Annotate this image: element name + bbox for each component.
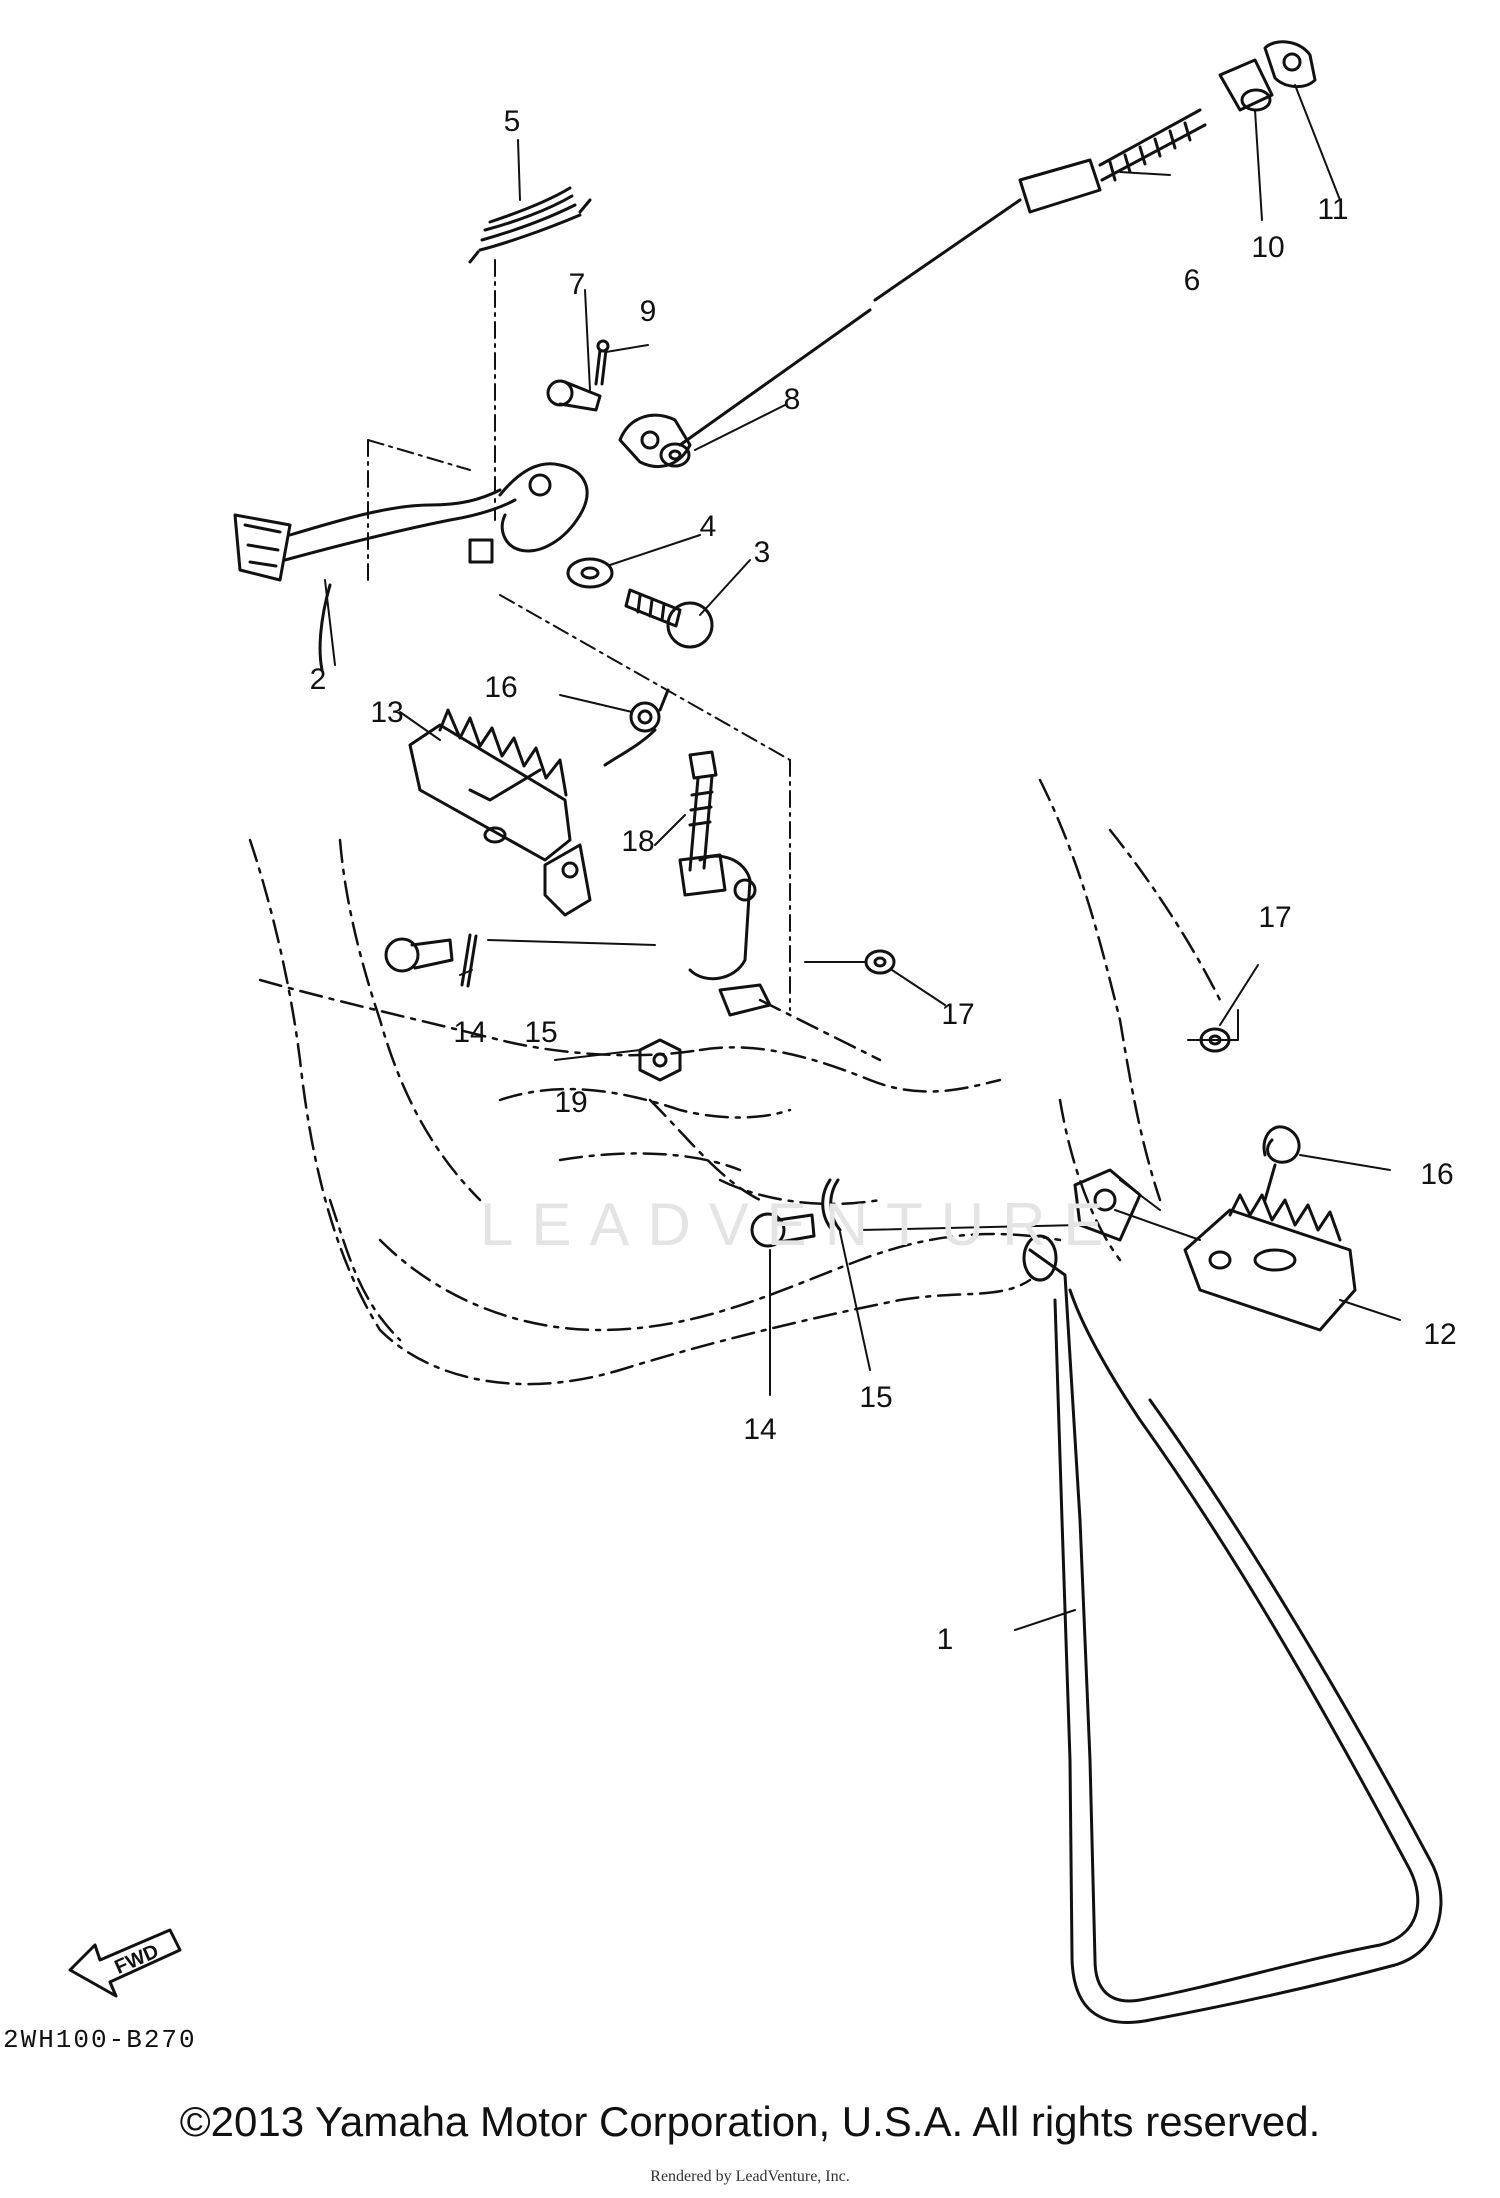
callout-17-right: 17 — [1258, 901, 1292, 934]
callout-4: 4 — [699, 510, 717, 543]
spring-part-16-right — [1262, 1125, 1301, 1202]
pin-part-14-left — [384, 937, 454, 973]
copyright-notice: ©2013 Yamaha Motor Corporation, U.S.A. A… — [179, 2098, 1321, 2145]
callout-5: 5 — [503, 105, 521, 138]
pin-part-14-right — [750, 1212, 816, 1248]
callout-7: 7 — [568, 268, 586, 301]
callout-10: 10 — [1251, 231, 1285, 264]
callout-1: 1 — [936, 1623, 954, 1656]
callout-14-right: 14 — [743, 1413, 777, 1446]
callout-6: 6 — [1183, 264, 1201, 297]
cotter-pin-part-9 — [594, 339, 610, 386]
callout-16-left: 16 — [484, 671, 518, 704]
callout-17-left: 17 — [941, 998, 975, 1031]
callout-2: 2 — [309, 663, 327, 696]
side-stand-part-1 — [1022, 1234, 1443, 2024]
pin-part-7 — [546, 379, 602, 412]
rendered-by-credit: Rendered by LeadVenture, Inc. — [650, 2168, 850, 2185]
spring-part-5 — [468, 186, 592, 264]
collar-part-17-left — [864, 949, 896, 975]
callout-16-right: 16 — [1420, 1158, 1454, 1191]
callout-19: 19 — [554, 1086, 588, 1119]
brake-rod-part-6 — [618, 108, 1207, 468]
frame-outline — [248, 778, 1222, 1386]
spring-part-16-left — [603, 688, 670, 767]
bolt-part-18 — [678, 750, 727, 897]
callout-18: 18 — [621, 825, 655, 858]
callout-11: 11 — [1317, 193, 1349, 226]
callout-15-right: 15 — [859, 1381, 893, 1414]
brake-pedal-part-2 — [233, 462, 589, 672]
callout-15-left: 15 — [524, 1016, 558, 1049]
footrest-part-13 — [408, 708, 592, 917]
diagram-code: 2WH100-B270 — [3, 2025, 197, 2055]
fwd-arrow-icon — [68, 1928, 182, 1998]
clevis-part-11 — [1263, 40, 1317, 88]
callout-12: 12 — [1423, 1318, 1457, 1351]
nut-part-19 — [638, 1038, 682, 1082]
nut-part-8 — [659, 442, 691, 468]
footrest-bracket — [688, 854, 772, 1017]
callout-9: 9 — [639, 295, 657, 328]
alignment-lines — [367, 259, 791, 1011]
footrest-part-12 — [1073, 1168, 1357, 1332]
cotter-part-15-right — [821, 1178, 842, 1232]
cotter-part-15-left — [460, 933, 478, 988]
callout-13: 13 — [370, 696, 404, 729]
bolt-part-3 — [624, 588, 714, 649]
watermark: LEADVENTURE — [480, 1191, 1122, 1258]
leader-lines — [324, 84, 1401, 1631]
washer-part-4 — [566, 557, 614, 589]
adjuster-part-10 — [1218, 58, 1274, 112]
callout-8: 8 — [783, 383, 801, 416]
callout-3: 3 — [753, 536, 771, 569]
callout-14-left: 14 — [453, 1016, 487, 1049]
